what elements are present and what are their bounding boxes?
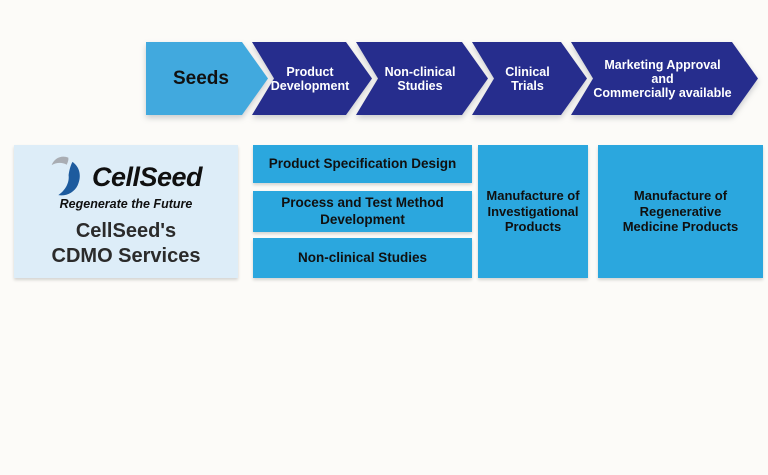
service-label-line: Products [504,219,562,235]
stage-non-clinical-studies: Non-clinical Studies [356,42,488,115]
stage-label-line: Trials [511,78,544,93]
stage-marketing-approval: Marketing Approval and Commercially avai… [571,42,758,115]
service-product-specification-design: Product Specification Design [253,145,472,183]
stage-label-line: and [651,71,674,86]
brand-tagline: Regenerate the Future [59,196,193,211]
service-manufacture-investigational-products: Manufacture of Investigational Products [478,145,588,278]
stage-product-development: Product Development [252,42,372,115]
service-label-line: Medicine Products [622,219,739,235]
stage-label-line: Non-clinical [384,64,456,79]
stage-seeds: Seeds [146,42,268,115]
stage-label-line: Studies [397,78,443,93]
service-process-test-method-development: Process and Test Method Development [253,191,472,232]
panel-title-line: CDMO Services [51,244,201,267]
service-label-line: Manufacture of [633,187,728,203]
panel-title-line: CellSeed's [75,219,177,242]
logo-wordmark: CellSeed [91,162,203,192]
service-label-line: Manufacture of [486,187,580,203]
service-label: Non-clinical Studies [297,249,428,265]
service-label: Product Specification Design [268,155,457,171]
stage-label-line: Commercially available [593,85,732,100]
service-label: Process and Test Method Development [281,195,444,227]
stage-label: Seeds [173,67,229,89]
service-non-clinical-studies: Non-clinical Studies [253,238,472,278]
stage-clinical-trials: Clinical Trials [472,42,587,115]
service-manufacture-regenerative-medicine-products: Manufacture of Regenerative Medicine Pro… [598,145,763,278]
cellseed-logo: CellSeed [50,156,203,199]
stage-label-line: Marketing Approval [604,57,721,72]
service-label-line: Regenerative [639,203,722,219]
brand-panel: CellSeed Regenerate the Future CellSeed'… [14,145,238,278]
stage-label-line: Product [286,64,334,79]
service-label-line: Investigational [487,203,579,219]
cellseed-swoosh-icon [51,156,80,195]
stage-label-line: Clinical [505,64,550,79]
stage-label-line: Development [270,78,350,93]
process-pipeline: Seeds Product Development Non-clinical S… [146,42,758,115]
panel-title: CellSeed's CDMO Services [52,219,201,269]
